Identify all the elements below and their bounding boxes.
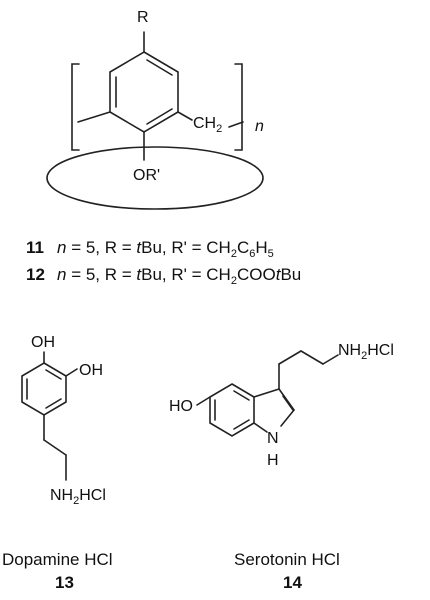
macrocycle-ring bbox=[46, 146, 264, 210]
left-bracket bbox=[71, 63, 80, 151]
ring-double-bond-1 bbox=[146, 59, 173, 76]
dopamine-oh-top: OH bbox=[31, 334, 55, 351]
dopamine-ring-db-2 bbox=[45, 398, 62, 409]
calixarene-ring bbox=[109, 51, 179, 133]
serotonin-ho-bond bbox=[196, 396, 211, 406]
serotonin-chain-3 bbox=[300, 350, 324, 365]
dopamine-chain-2 bbox=[43, 439, 67, 456]
n-label: n bbox=[255, 118, 264, 135]
serotonin-pyrrole-2 bbox=[278, 388, 295, 411]
serotonin-number: 14 bbox=[283, 573, 302, 592]
dopamine-ring bbox=[21, 362, 67, 416]
dopamine-number: 13 bbox=[55, 573, 74, 592]
calixarene-structure: R CH2 OR' n bbox=[46, 9, 264, 210]
dopamine-oh-bond-2 bbox=[65, 368, 78, 377]
serotonin-pyrrole-db bbox=[282, 395, 294, 411]
ring-double-bond-2 bbox=[146, 108, 173, 125]
ch2-label: CH2 bbox=[193, 115, 222, 135]
dopamine-oh-side: OH bbox=[79, 362, 103, 379]
ch2-bond bbox=[177, 111, 193, 121]
compound-11-line: 11 n = 5, R = tBu, R' = CH2C6H5 bbox=[26, 238, 274, 260]
compound-12-number: 12 bbox=[26, 265, 45, 284]
serotonin-benzene-ring bbox=[209, 383, 255, 437]
compound-12-desc: n = 5, R = tBu, R' = CH2COOtBu bbox=[57, 265, 301, 287]
right-bracket bbox=[234, 63, 243, 151]
compound-12-line: 12 n = 5, R = tBu, R' = CH2COOtBu bbox=[26, 265, 301, 287]
serotonin-name: Serotonin HCl bbox=[234, 550, 340, 569]
compound-11-desc: n = 5, R = tBu, R' = CH2C6H5 bbox=[57, 238, 274, 260]
dopamine-structure: OH OH NH2HCl Dopamine HCl 13 bbox=[2, 334, 113, 592]
or-label: OR' bbox=[133, 167, 160, 184]
serotonin-structure: HO N H NH2HCl Serotonin HCl 14 bbox=[169, 342, 394, 592]
serotonin-pyrrole-1 bbox=[253, 388, 280, 398]
left-bond bbox=[77, 111, 111, 123]
ch2-bracket-bond bbox=[228, 121, 244, 128]
dopamine-ring-db-1 bbox=[45, 369, 62, 380]
serotonin-pyrrole-4 bbox=[253, 422, 268, 433]
dopamine-name: Dopamine HCl bbox=[2, 550, 113, 569]
serotonin-nh-n: N bbox=[267, 430, 279, 447]
serotonin-amine: NH2HCl bbox=[338, 342, 394, 362]
dopamine-amine: NH2HCl bbox=[50, 487, 106, 507]
serotonin-pyrrole-3 bbox=[280, 409, 295, 427]
serotonin-db-1 bbox=[233, 390, 250, 401]
serotonin-chain-4 bbox=[322, 354, 339, 365]
r-label: R bbox=[137, 9, 149, 26]
compound-11-number: 11 bbox=[26, 238, 44, 257]
serotonin-nh-h: H bbox=[267, 452, 279, 469]
serotonin-ho: HO bbox=[169, 398, 193, 415]
serotonin-chain-2 bbox=[278, 350, 302, 365]
serotonin-db-2 bbox=[233, 419, 250, 430]
